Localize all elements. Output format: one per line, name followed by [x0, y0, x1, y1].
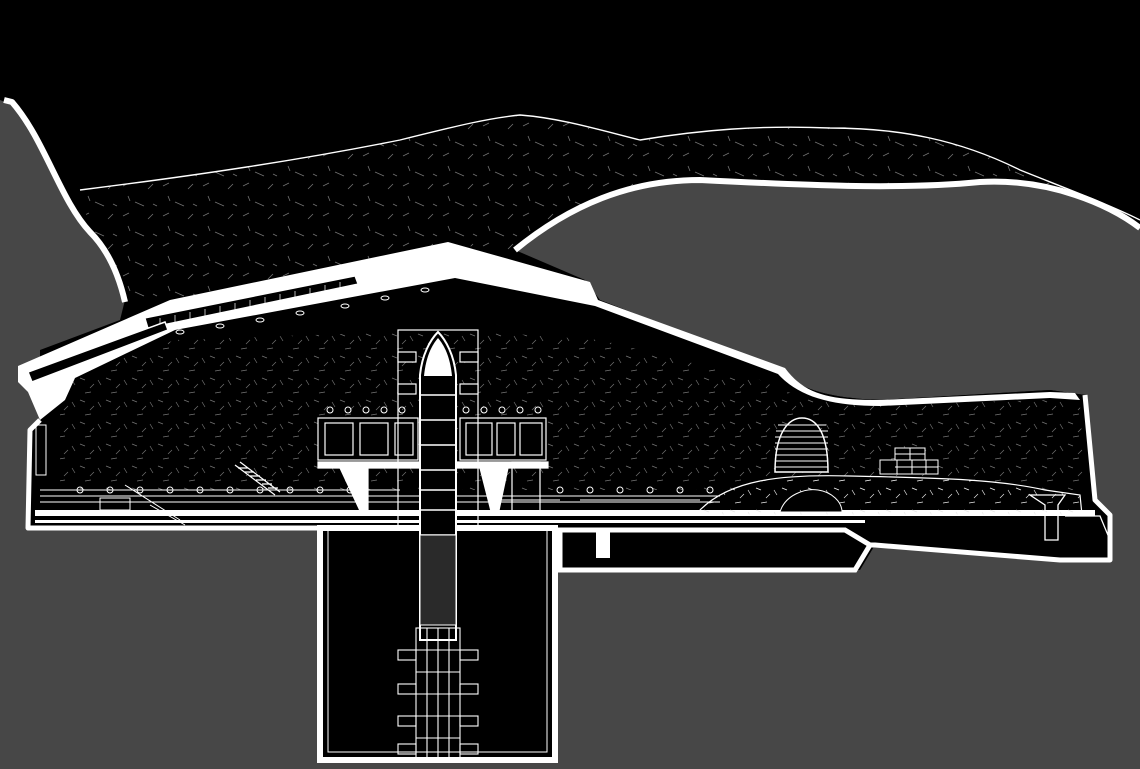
ceiling-lights: [175, 287, 430, 335]
left-structures: [35, 424, 700, 511]
mountain-outline: [3, 97, 128, 303]
cavern-rock-hatch: [60, 330, 1085, 490]
mound-arch: [779, 489, 843, 513]
roof-skylight: [27, 321, 169, 383]
ridge-top-line: [79, 114, 1140, 221]
dome-structure-icon: [774, 417, 829, 473]
tunnel-divider: [596, 530, 610, 558]
rocket-icon: [419, 330, 457, 641]
earth-left: [0, 100, 125, 769]
container-stack-icon: [879, 447, 939, 475]
roof-slab: [18, 242, 1080, 420]
main-floor: [35, 510, 1095, 516]
right-pier: [1027, 494, 1111, 541]
mountain-hatch: [80, 115, 1140, 300]
stair-left: [234, 461, 281, 496]
tower-lamps: [326, 406, 542, 414]
floor-lamps: [76, 486, 714, 494]
earth-bottom: [0, 528, 555, 769]
floor-rails: [40, 489, 720, 503]
roof-gallery-ribs: [159, 282, 341, 326]
stair-lower: [124, 484, 186, 526]
shaft-modules: [397, 627, 479, 761]
launch-tower-icon: [317, 329, 549, 531]
lower-tunnel: [557, 527, 874, 573]
ridge-outline: [513, 177, 1140, 253]
roof-gallery: [144, 275, 359, 329]
